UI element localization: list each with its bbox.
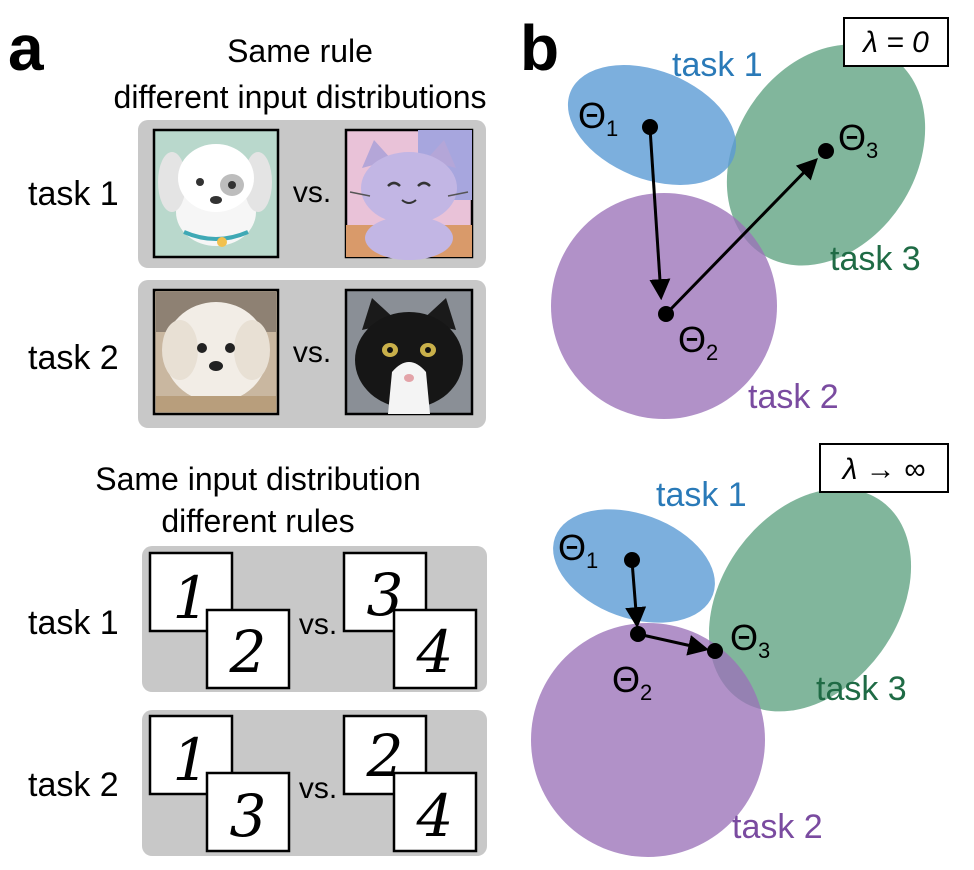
theta3-label: Θ3 (730, 617, 770, 663)
task3-region (708, 488, 912, 712)
s1-row1-vs: vs. (293, 176, 331, 209)
theta2-point (658, 306, 674, 322)
theta1-point (624, 552, 640, 568)
lambda-badge-top-text: λ = 0 (861, 26, 929, 59)
theta1-label: Θ1 (558, 527, 598, 573)
task1-label: task 1 (656, 476, 747, 514)
task2-region (531, 623, 765, 857)
section1-heading-line2: different input distributions (114, 79, 487, 115)
path-arrow (664, 157, 818, 316)
top-diagram: Θ1 Θ2 Θ3 task 1 task 2 task 3 λ = 0 (551, 17, 949, 419)
s2-row2-vs: vs. (299, 772, 337, 805)
section2-heading-line1: Same input distribution (95, 461, 421, 497)
path-arrow (637, 632, 710, 656)
lambda-badge-top (843, 17, 949, 67)
task2-label: task 2 (748, 378, 839, 416)
task3-label: task 3 (816, 670, 907, 708)
s2-row1-vs: vs. (299, 608, 337, 641)
theta3-point (818, 143, 834, 159)
digit-card: 1 (148, 714, 234, 796)
section1-heading-line1: Same rule (227, 33, 373, 69)
path-arrow (625, 560, 647, 629)
theta1-label: Θ1 (578, 95, 618, 141)
bottom-diagram: Θ1 Θ2 Θ3 task 1 task 2 task 3 λ → ∞ (531, 443, 949, 857)
lambda-badge-bottom-text: λ → ∞ (841, 453, 926, 486)
digit-card: 3 (342, 551, 428, 633)
panel-b-letter: b (520, 12, 559, 84)
digit-card: 3 (205, 771, 291, 853)
cat-photo-image (344, 288, 474, 416)
task2-region (551, 193, 777, 419)
section2-heading-line2: different rules (161, 503, 354, 539)
panel-a-letter: a (8, 12, 44, 84)
digit-glyph: 1 (173, 726, 210, 794)
digit-glyph: 1 (173, 564, 210, 632)
digit-card: 4 (392, 771, 478, 853)
dog-photo-image (152, 288, 280, 416)
digit-glyph: 4 (416, 618, 454, 686)
theta1-point (642, 119, 658, 135)
task3-label: task 3 (830, 240, 921, 278)
theta3-label: Θ3 (838, 117, 878, 163)
digit-glyph: 4 (416, 782, 454, 850)
s1-row1-label: task 1 (28, 175, 119, 213)
theta3-point (707, 643, 723, 659)
theta2-label: Θ2 (612, 659, 652, 705)
cartoon-cat-image (344, 128, 474, 260)
s2-row2-label: task 2 (28, 766, 119, 804)
digit-card: 4 (392, 608, 478, 690)
cartoon-dog-image (152, 128, 280, 259)
s1-row2-vs: vs. (293, 336, 331, 369)
task1-label: task 1 (672, 46, 763, 84)
theta2-label: Θ2 (678, 319, 718, 365)
task2-label: task 2 (732, 808, 823, 846)
s1-row2-label: task 2 (28, 339, 119, 377)
digit-glyph: 3 (230, 782, 267, 850)
digit-glyph: 2 (229, 618, 267, 686)
theta2-point (630, 626, 646, 642)
digit-card: 2 (205, 608, 291, 690)
s2-row1-label: task 1 (28, 604, 119, 642)
path-arrow (648, 127, 671, 301)
lambda-badge-bottom (819, 443, 949, 493)
